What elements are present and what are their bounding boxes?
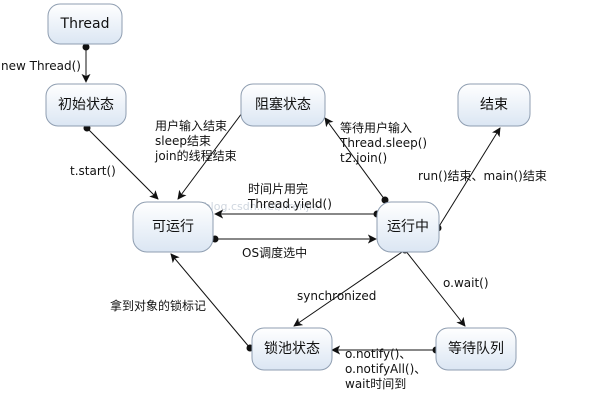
label-block-2: Thread.sleep() bbox=[339, 136, 427, 150]
node-blocked-label: 阻塞状态 bbox=[255, 96, 311, 113]
edge-block bbox=[324, 117, 386, 201]
label-new-thread: new Thread() bbox=[1, 59, 81, 73]
label-start: t.start() bbox=[70, 164, 116, 178]
label-unblock-3: join的线程结束 bbox=[154, 148, 237, 163]
edge-start bbox=[86, 127, 159, 200]
node-blocked: 阻塞状态 bbox=[240, 83, 326, 127]
edge-synchronized bbox=[293, 249, 406, 327]
edge-labels: new Thread() t.start() 用户输入结束 sleep结束 jo… bbox=[1, 59, 547, 391]
label-yield-2: Thread.yield() bbox=[247, 197, 332, 211]
label-terminate: run()结束、main()结束 bbox=[418, 169, 547, 183]
node-terminated: 结束 bbox=[457, 83, 531, 127]
node-initial-label: 初始状态 bbox=[58, 96, 114, 113]
label-notify-1: o.notify()、 bbox=[345, 347, 411, 361]
edge-terminate bbox=[437, 127, 501, 229]
label-lock-acquired: 拿到对象的锁标记 bbox=[110, 298, 206, 313]
node-initial: 初始状态 bbox=[45, 83, 127, 127]
label-wait: o.wait() bbox=[443, 276, 489, 290]
edge-lock-acquired bbox=[170, 253, 251, 349]
node-thread-label: Thread bbox=[60, 16, 110, 32]
node-running-label: 运行中 bbox=[387, 219, 429, 235]
label-notify-3: wait时间到 bbox=[345, 377, 406, 391]
label-block-3: t2.join() bbox=[340, 151, 387, 165]
label-unblock-1: 用户输入结束 bbox=[155, 118, 227, 133]
node-thread: Thread bbox=[47, 3, 123, 45]
label-yield-1: 时间片用完 bbox=[248, 181, 308, 196]
node-runnable-label: 可运行 bbox=[152, 219, 194, 235]
node-lock-pool: 锁池状态 bbox=[251, 327, 333, 371]
node-runnable: 可运行 bbox=[132, 201, 214, 253]
dot-thread bbox=[82, 43, 90, 51]
label-synchronized: synchronized bbox=[297, 289, 376, 303]
label-unblock-2: sleep结束 bbox=[155, 134, 211, 148]
label-schedule: OS调度选中 bbox=[242, 245, 307, 260]
node-wait-queue-label: 等待队列 bbox=[448, 340, 504, 357]
edge-unblock bbox=[177, 104, 249, 200]
node-terminated-label: 结束 bbox=[480, 97, 508, 113]
label-notify-2: o.notifyAll()、 bbox=[345, 362, 426, 376]
node-lock-pool-label: 锁池状态 bbox=[264, 341, 320, 357]
label-block-1: 等待用户输入 bbox=[340, 120, 412, 135]
node-wait-queue: 等待队列 bbox=[435, 327, 517, 371]
edge-wait bbox=[404, 249, 466, 327]
dot-running-top bbox=[381, 196, 389, 204]
edges bbox=[81, 47, 501, 355]
node-running: 运行中 bbox=[376, 201, 440, 253]
